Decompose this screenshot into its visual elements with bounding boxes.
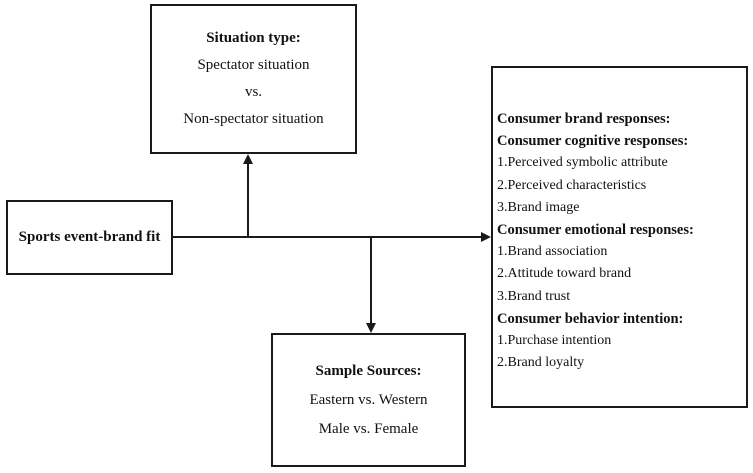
cognitive-item-3: 3.Brand image — [497, 199, 580, 215]
responses-list: Consumer brand responses: Consumer cogni… — [497, 108, 694, 374]
responses-title: Consumer brand responses: — [497, 111, 671, 127]
sample-line-1: Eastern vs. Western — [309, 391, 428, 408]
arrow-to-responses — [481, 232, 491, 242]
consumer-brand-responses-box: Consumer brand responses: Consumer cogni… — [491, 66, 748, 408]
main-connector-line — [173, 236, 482, 238]
situation-line-1: Spectator situation — [197, 57, 310, 73]
sports-event-brand-fit-box: Sports event-brand fit — [6, 200, 173, 275]
situation-line-2: vs. — [244, 84, 263, 100]
emotional-item-1: 1.Brand association — [497, 244, 608, 260]
sample-sources-title: Sample Sources: — [315, 362, 422, 379]
fit-label: Sports event-brand fit — [18, 229, 161, 245]
emotional-item-2: 2.Attitude toward brand — [497, 266, 632, 282]
behavior-item-1: 1.Purchase intention — [497, 332, 612, 348]
arrow-to-situation — [243, 154, 253, 164]
behavior-item-2: 2.Brand loyalty — [497, 355, 585, 371]
cognitive-title: Consumer cognitive responses: — [497, 133, 689, 150]
situation-type-title: Situation type: — [206, 30, 301, 46]
arrow-to-sample — [366, 323, 376, 333]
situation-line-3: Non-spectator situation — [183, 111, 324, 127]
cognitive-item-1: 1.Perceived symbolic attribute — [497, 155, 668, 171]
connector-to-sample — [370, 237, 372, 323]
emotional-item-3: 3.Brand trust — [497, 288, 571, 304]
sample-sources-box: Sample Sources: Eastern vs. Western Male… — [271, 333, 466, 467]
cognitive-item-2: 2.Perceived characteristics — [497, 177, 647, 193]
sample-line-2: Male vs. Female — [318, 420, 419, 437]
connector-to-situation — [247, 164, 249, 237]
behavior-title: Consumer behavior intention: — [497, 310, 684, 327]
situation-type-box: Situation type: Spectator situation vs. … — [150, 4, 357, 154]
emotional-title: Consumer emotional responses: — [497, 221, 694, 238]
